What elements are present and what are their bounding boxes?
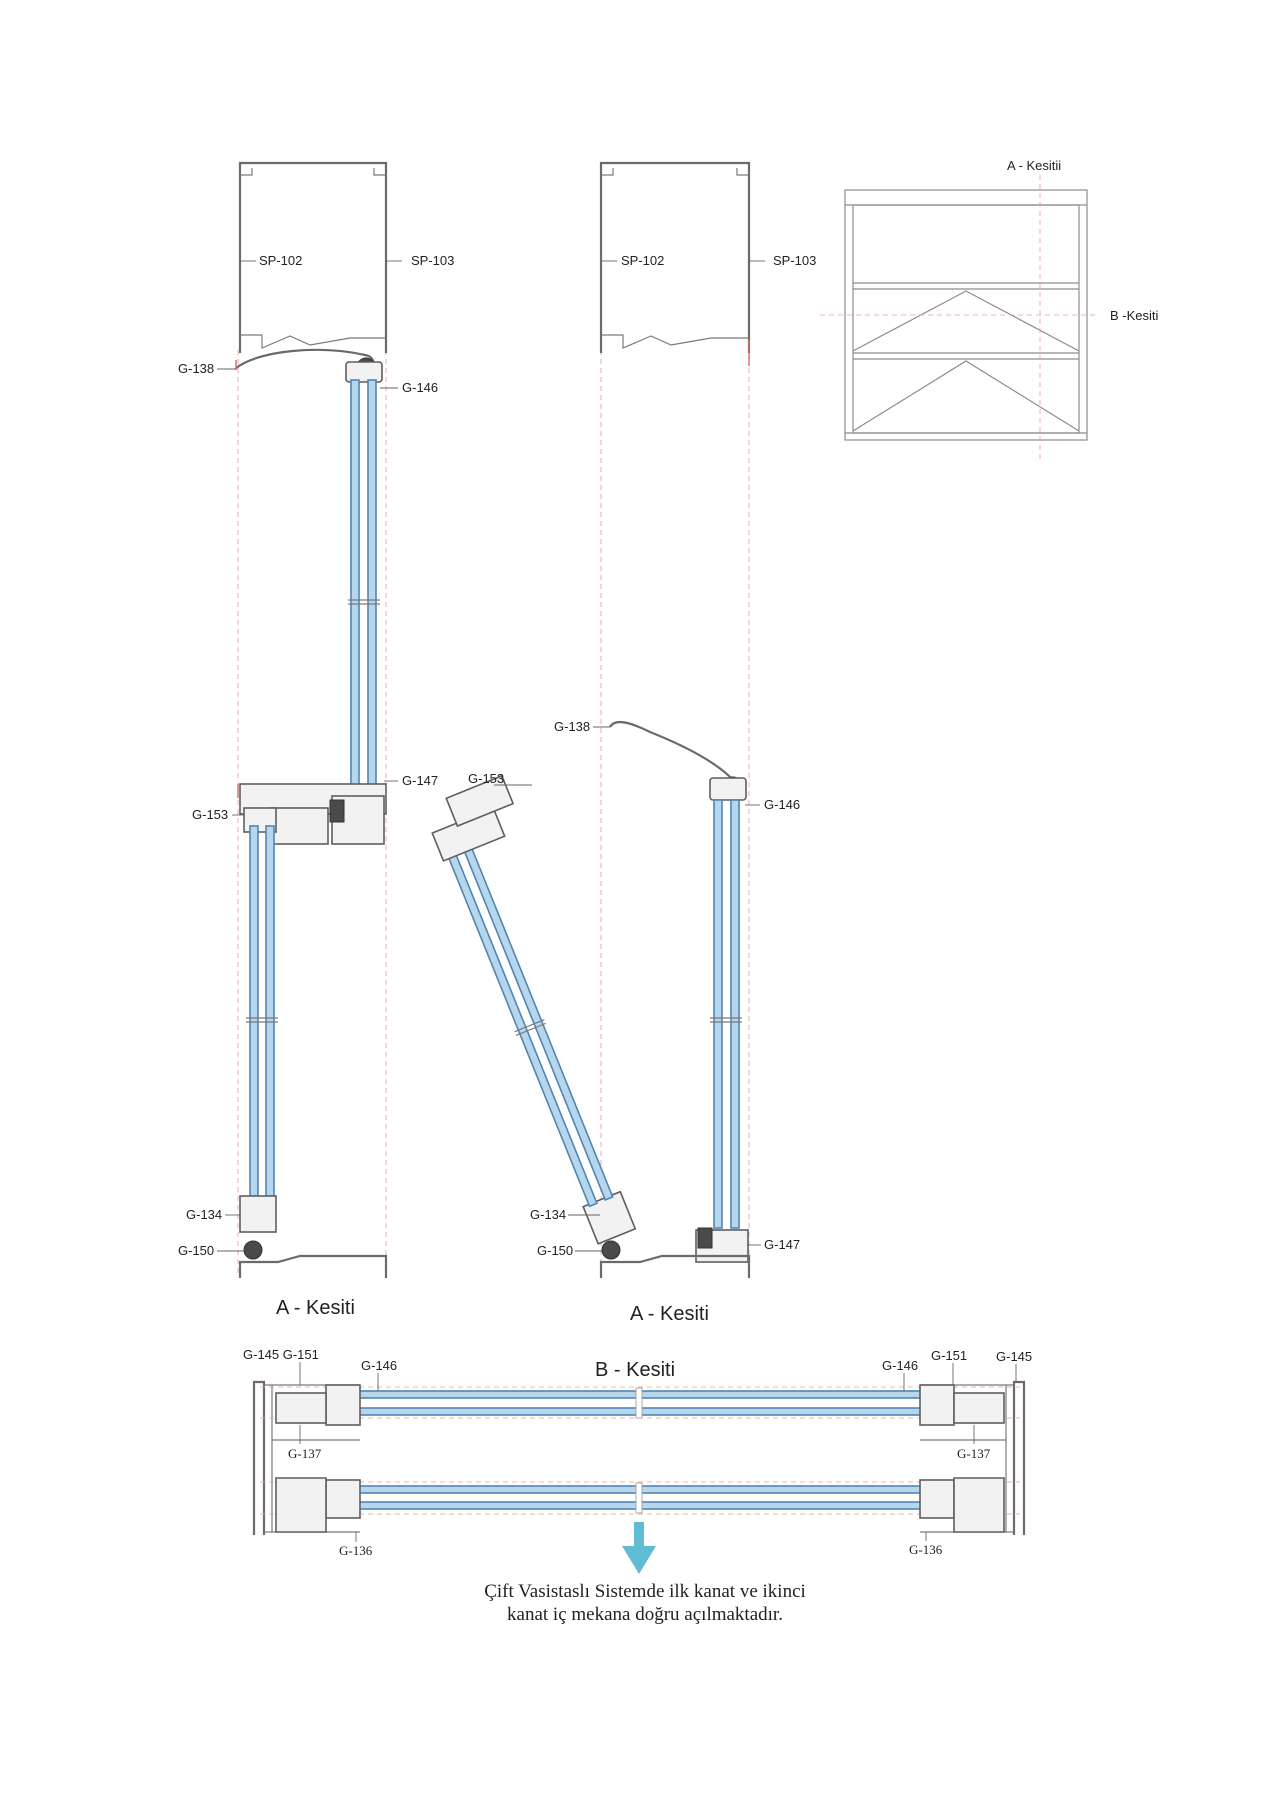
label-g145-g151-left: G-145 G-151 — [243, 1347, 319, 1362]
hinge-g150 — [601, 1240, 621, 1260]
label-g146-right: G-146 — [764, 797, 800, 812]
label-g137-right: G-137 — [957, 1446, 991, 1461]
label-g134-right: G-134 — [530, 1207, 566, 1222]
break-line — [514, 1019, 545, 1033]
tilted-sash-g153 — [445, 774, 515, 828]
upper-sash-glass-inner — [730, 799, 740, 1229]
upper-sash-glass-outer — [713, 799, 723, 1229]
label-g150-left: G-150 — [178, 1243, 214, 1258]
b-upper-frame-right — [953, 1392, 1005, 1424]
note-line-1: Çift Vasistaslı Sistemde ilk kanat ve ik… — [484, 1581, 806, 1602]
lower-sash-top-profile — [269, 807, 329, 845]
b-upper-frame-left — [275, 1392, 327, 1424]
b-upper-sash-left — [325, 1384, 361, 1426]
key-plan-sash-2-opening — [852, 360, 1080, 432]
label-sp102-right: SP-102 — [621, 253, 664, 268]
jamb-left-g145 — [252, 1380, 266, 1535]
key-plan-inner-frame — [852, 204, 1080, 434]
title-a-left: A - Kesiti — [276, 1297, 355, 1319]
tilted-sash-bottom-profile — [582, 1190, 637, 1245]
lower-sash-glass-inner — [265, 825, 275, 1231]
b-upper-sash-right — [919, 1384, 955, 1426]
break-mark — [635, 1387, 643, 1419]
title-a-right: A - Kesiti — [630, 1303, 709, 1325]
lower-sash-bottom-profile — [239, 1195, 277, 1233]
break-mark — [635, 1482, 643, 1514]
head-profile-box — [599, 161, 751, 353]
label-g145-b-right: G-145 — [996, 1349, 1032, 1364]
section-b: B - Kesiti G-145 G-1 — [243, 1347, 1032, 1574]
key-plan-sash-1-opening — [852, 290, 1080, 352]
section-a-closed: SP-102 SP-103 G-138 G-146 G-147 G-153 — [178, 161, 454, 1319]
hinge-g150 — [243, 1240, 263, 1260]
label-g146-b-left: G-146 — [361, 1358, 397, 1373]
upper-sash-glass-outer — [350, 379, 360, 799]
upper-sash-top-profile — [345, 361, 383, 383]
sill-profile — [238, 1254, 388, 1278]
label-g153-right: G-153 — [468, 771, 504, 786]
label-g146-b-right: G-146 — [882, 1358, 918, 1373]
label-g150-right: G-150 — [537, 1243, 573, 1258]
head-profile-detail — [601, 168, 749, 176]
note-line-2: kanat iç mekana doğru açılmaktadır. — [507, 1604, 783, 1625]
label-sp102: SP-102 — [259, 253, 302, 268]
upper-sash-glass-inner — [367, 379, 377, 799]
label-sp103-right: SP-103 — [773, 253, 816, 268]
label-g147-left: G-147 — [402, 773, 438, 788]
b-lower-frame-left — [275, 1477, 327, 1533]
tilted-lower-sash — [431, 774, 637, 1245]
title-b: B - Kesiti — [595, 1359, 675, 1381]
label-g138-left: G-138 — [178, 361, 214, 376]
head-profile-detail — [240, 168, 386, 176]
label-g138-right: G-138 — [554, 719, 590, 734]
arrow-shaft — [634, 1522, 644, 1546]
b-lower-sash-right — [919, 1479, 955, 1519]
label-g151-b-right: G-151 — [931, 1348, 967, 1363]
label-g137-left: G-137 — [288, 1446, 322, 1461]
key-plan-outer-frame — [844, 189, 1088, 441]
label-g136-right: G-136 — [909, 1542, 943, 1557]
sill-profile — [599, 1254, 751, 1278]
seal-g147 — [329, 799, 345, 823]
b-lower-frame-right — [953, 1477, 1005, 1533]
label-g147-right: G-147 — [764, 1237, 800, 1252]
head-profile-bottom — [240, 334, 386, 349]
section-a-open: SP-102 SP-103 G-138 G-146 G-147 — [431, 161, 816, 1325]
jamb-right-g145 — [1012, 1380, 1026, 1535]
label-sp103: SP-103 — [411, 253, 454, 268]
break-line — [515, 1022, 547, 1036]
drip-profile-g138-open — [609, 720, 736, 783]
label-g153-left: G-153 — [192, 807, 228, 822]
key-label-b: B -Kesiti — [1110, 308, 1159, 323]
label-g136-left: G-136 — [339, 1543, 373, 1558]
label-g146-left: G-146 — [402, 380, 438, 395]
seal-g147 — [697, 1227, 713, 1249]
upper-sash-top-profile — [709, 777, 747, 801]
arrow-down-icon — [622, 1546, 656, 1574]
lower-sash-glass-outer — [249, 825, 259, 1231]
b-lower-sash-left — [325, 1479, 361, 1519]
head-profile-box — [238, 161, 388, 353]
key-plan: A - Kesitii B -Kesiti — [820, 158, 1159, 460]
head-profile-bottom — [601, 334, 749, 349]
label-g134-left: G-134 — [186, 1207, 222, 1222]
key-label-a: A - Kesitii — [1007, 158, 1061, 173]
